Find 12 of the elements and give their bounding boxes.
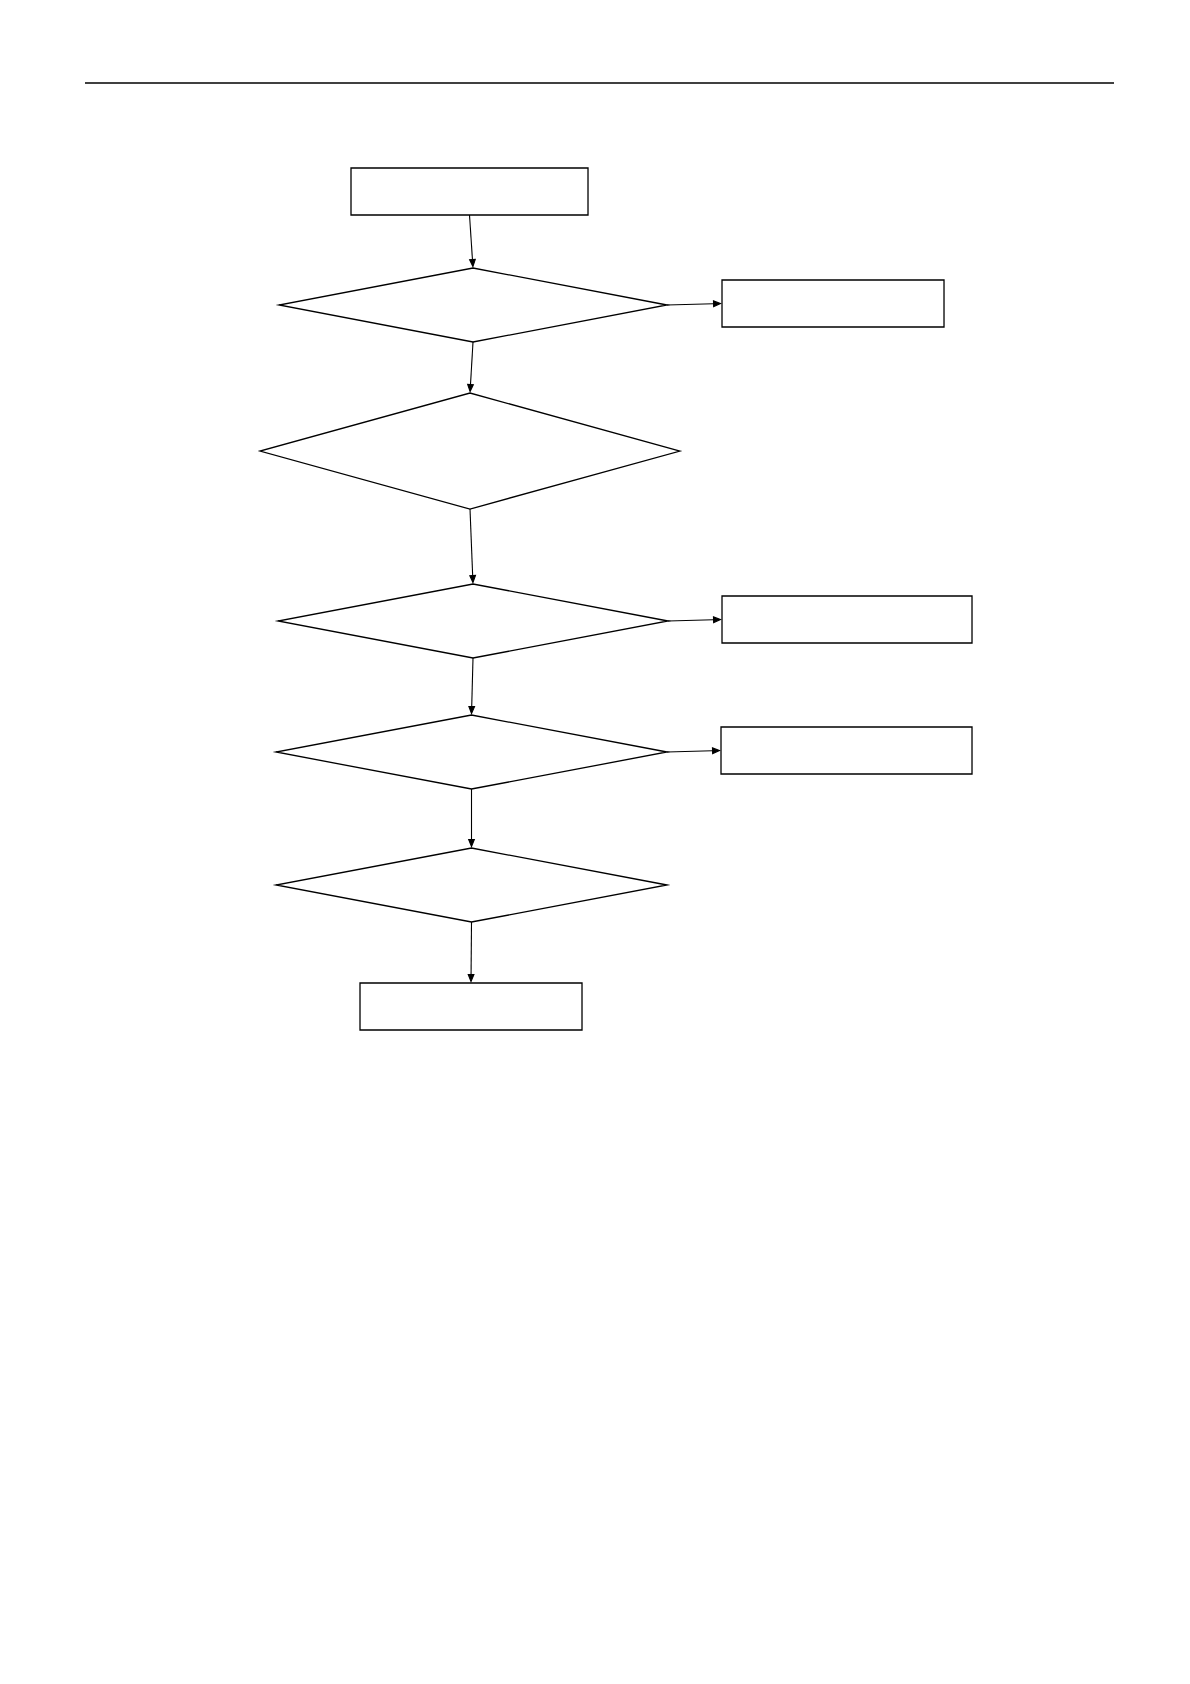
arrow <box>469 508 477 584</box>
arrow <box>666 300 722 308</box>
process-box <box>359 982 583 1031</box>
process-box <box>721 595 973 644</box>
arrow <box>467 921 475 983</box>
process-box <box>350 167 589 216</box>
process-box <box>721 279 945 328</box>
arrow <box>468 657 476 715</box>
arrow <box>468 214 477 268</box>
arrow <box>667 616 722 624</box>
process-box <box>720 726 973 775</box>
arrow <box>666 747 721 755</box>
